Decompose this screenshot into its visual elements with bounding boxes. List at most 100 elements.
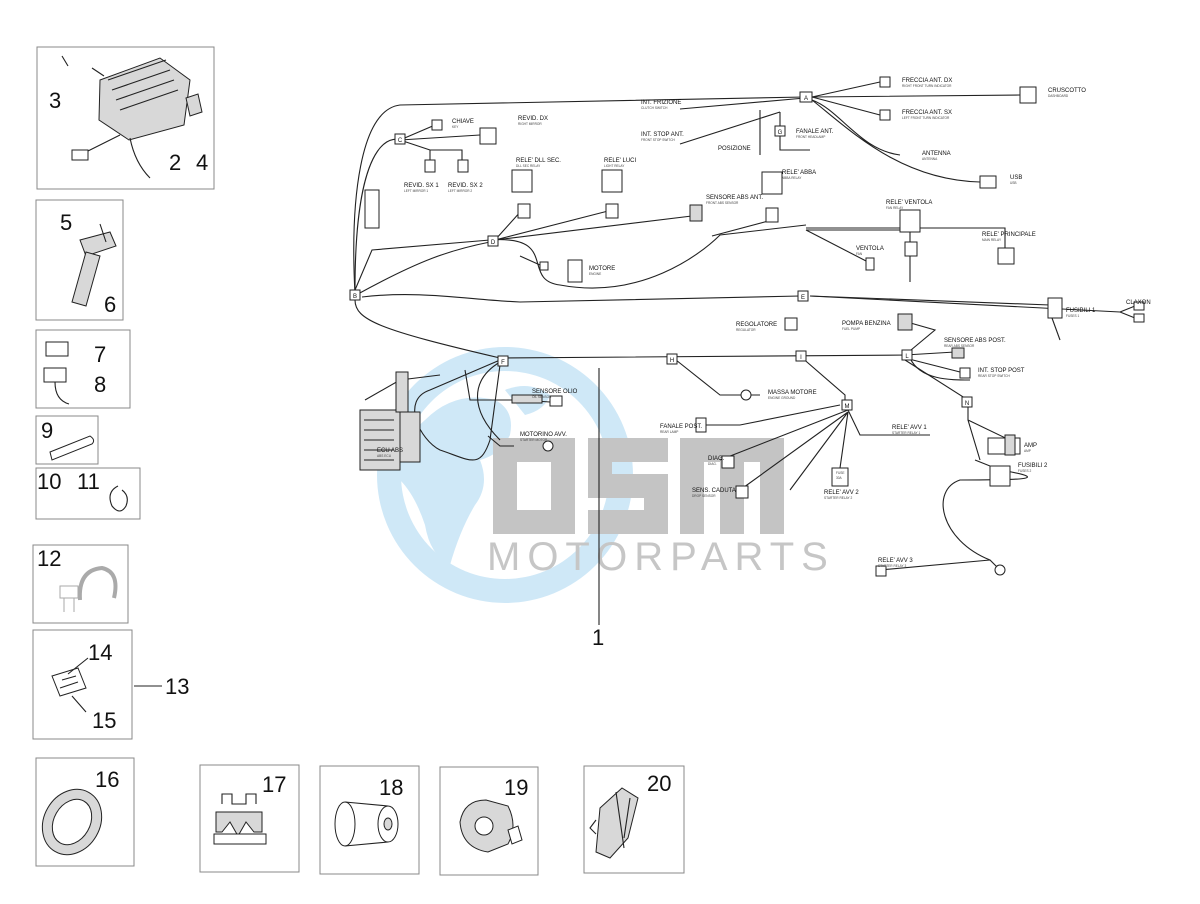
part-group-cable-tie[interactable]: 9 [35,415,99,465]
svg-text:AMP: AMP [1024,449,1031,453]
part-group-holder-19[interactable]: 19 [439,766,539,876]
connector-l[interactable]: L [901,349,913,361]
part-number-3: 3 [49,88,61,113]
watermark-tagline: MOTORPARTS [487,535,835,579]
svg-text:ABS ECU: ABS ECU [377,454,392,458]
clip-17-drawing [213,793,267,845]
part-group-spacer-18[interactable]: 18 [319,765,420,875]
part-group-clip-10-11[interactable]: 10 11 [35,467,141,520]
connector-f[interactable]: F [497,355,509,367]
connector-d[interactable]: D [487,235,499,247]
svg-text:RIGHT MIRROR: RIGHT MIRROR [518,122,542,126]
part-number-1: 1 [592,625,604,650]
part-group-clip-17[interactable]: 17 [199,764,300,873]
svg-text:KEY: KEY [452,125,459,129]
part-box [199,764,300,873]
svg-text:STARTER RELAY 2: STARTER RELAY 2 [824,496,853,500]
connector-i[interactable]: I [795,350,807,362]
part-number-15: 15 [92,708,116,733]
label-fanale-post: FANALE POST. [660,424,702,430]
svg-text:FAN RELAY: FAN RELAY [886,206,904,210]
connector-c[interactable]: C [394,133,406,145]
svg-text:DASHBOARD: DASHBOARD [1048,94,1069,98]
svg-text:DROP SENSOR: DROP SENSOR [692,494,716,498]
label-ecu-abs: ECU ABS [377,448,403,454]
connector-b[interactable]: B [349,289,361,301]
harness-branch-fusibili1 [809,295,1051,306]
part-number-9: 9 [41,418,53,443]
part-number-18: 18 [379,775,403,800]
harness-branch-claxon [809,295,1136,319]
connector-h[interactable]: H [666,353,678,365]
ignition-coil-drawing [71,223,117,307]
part-box [36,46,215,190]
connector-drawing [43,341,70,405]
part-box [35,757,135,867]
part-group-connector-7-8[interactable]: 7 8 [35,329,131,409]
part-number-14: 14 [88,640,112,665]
part-box [35,199,124,321]
svg-text:FUEL PUMP: FUEL PUMP [842,327,860,331]
part-group-grommet-16[interactable]: 16 [31,757,135,867]
svg-text:LEFT FRONT TURN INDICATOR: LEFT FRONT TURN INDICATOR [902,116,950,120]
part-number-19: 19 [504,775,528,800]
bracket-20-drawing [589,787,639,859]
part-group-regulator[interactable]: 3 2 4 [36,46,215,190]
svg-text:H: H [670,358,674,364]
label-freccia-dx: FRECCIA ANT. DX [902,78,952,84]
svg-text:FRONT ABS SENSOR: FRONT ABS SENSOR [706,201,739,205]
label-int-stop-post: INT. STOP POST [978,368,1025,374]
label-claxon: CLAXON [1126,300,1151,306]
svg-text:30A: 30A [836,476,843,480]
connector-a[interactable]: A [799,91,813,103]
svg-text:DLL SEC RELAY: DLL SEC RELAY [516,164,541,168]
part-group-bracket-12[interactable]: 12 [32,544,129,624]
svg-text:A: A [804,96,808,102]
connector-e[interactable]: E [797,290,809,302]
svg-text:MAIN RELAY: MAIN RELAY [982,238,1002,242]
harness-branches-c [399,124,481,162]
part-box [32,544,129,624]
label-sensore-olio: SENSORE OLIO [532,389,578,395]
svg-text:REAR STOP SWITCH: REAR STOP SWITCH [978,374,1010,378]
bracket-drawing [59,565,118,612]
label-regolatore: REGOLATORE [736,322,777,328]
svg-text:RIGHT FRONT TURN INDICATOR: RIGHT FRONT TURN INDICATOR [902,84,952,88]
svg-text:ENGINE: ENGINE [589,272,601,276]
label-fuse: FUSE [836,471,845,475]
harness-branches-d [494,209,773,266]
part-box [35,467,141,520]
svg-text:ANTENNA: ANTENNA [922,157,938,161]
part-box [439,766,539,876]
watermark-letter-o [493,438,575,534]
part-number-4: 4 [196,150,208,175]
label-rele-sec: RELE' DLL SEC. [516,158,561,164]
svg-text:REGULATOR: REGULATOR [736,328,756,332]
label-fusibili2: FUSIBILI 2 [1018,463,1048,469]
label-diag: DIAG. [708,456,725,462]
harness-branches-a [811,81,1021,183]
connector-g[interactable]: G [774,125,786,137]
harness-trunk-top [353,96,806,295]
ecu-abs-part [359,371,421,471]
wiring-harness[interactable]: 1 [349,76,1151,650]
label-cruscotto: CRUSCOTTO [1048,88,1086,94]
label-int-frizione: INT. FRIZIONE [641,100,681,106]
part-group-relay-13[interactable]: 14 15 13 [32,629,189,740]
part-group-bracket-20[interactable]: 20 [583,765,685,874]
label-fanale-ant: FANALE ANT. [796,129,834,135]
part-number-6: 6 [104,292,116,317]
label-antenna: ANTENNA [922,151,951,157]
part-number-8: 8 [94,372,106,397]
part-group-ignition-coil[interactable]: 5 6 [35,199,124,321]
svg-text:STARTER RELAY 3: STARTER RELAY 3 [878,564,907,568]
svg-text:B: B [353,294,357,300]
harness-branches-l [675,319,971,405]
harness-trunk-mid [354,224,807,291]
connector-m[interactable]: M [841,399,853,411]
spacer-drawing [334,801,399,847]
connector-n[interactable]: N [961,396,973,408]
part-number-17: 17 [262,772,286,797]
label-motorino: MOTORINO AVV. [520,432,567,438]
